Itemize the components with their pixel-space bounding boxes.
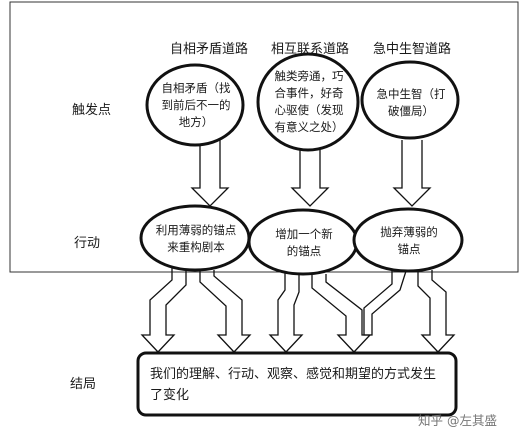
action-oval-3: [352, 207, 464, 273]
trigger-oval-3: [360, 60, 460, 140]
path-title-1: 自相矛盾道路: [170, 42, 249, 57]
branch-1a: [140, 268, 187, 353]
result-text: 我们的理解、行动、观察、感觉和期望的方式发生了变化: [150, 367, 437, 403]
trigger-oval-2: [256, 52, 360, 152]
watermark: 知乎 @左其盛: [418, 413, 497, 428]
path-title-3: 急中生智道路: [373, 42, 452, 57]
branch-3a: [363, 270, 407, 336]
arrow-3: [392, 140, 432, 207]
trigger-text-1: 自相矛盾（找到前后不一的地方）: [161, 81, 231, 129]
result-box: [136, 351, 458, 417]
branch-2a: [268, 272, 304, 353]
outer-frame: [9, 1, 519, 273]
action-text-2: 增加一个新的锚点: [275, 227, 333, 258]
branch-3b: [417, 270, 456, 353]
arrow-2: [290, 145, 330, 207]
trigger-text-3: 急中生智（打破僵局）: [376, 87, 446, 118]
row-label-trigger: 触发点: [72, 103, 112, 118]
path-title-2: 相互联系道路: [271, 42, 350, 57]
row-label-action: 行动: [74, 236, 101, 251]
row-label-result: 结局: [70, 377, 97, 392]
trigger-text-2: 触类旁通，巧合事件，好奇心驱使（发现有意义之处）: [274, 69, 344, 134]
action-text-1: 利用薄弱的锚点来重构剧本: [155, 223, 237, 254]
trigger-oval-1: [145, 63, 245, 147]
branch-2b: [311, 274, 372, 353]
action-text-3: 抛弃薄弱的锚点: [380, 225, 438, 256]
action-to-result-arrows: [140, 268, 456, 353]
arrow-1: [190, 140, 230, 207]
branch-1b: [199, 270, 252, 353]
